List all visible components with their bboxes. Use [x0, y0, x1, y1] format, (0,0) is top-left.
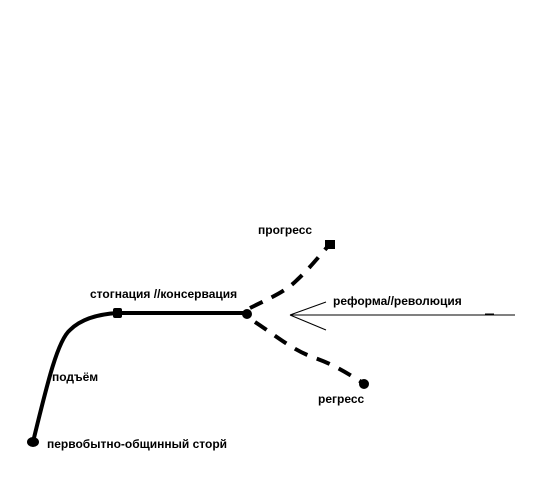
- reform-arrow-head-upper: [289, 301, 327, 316]
- label-progress: прогресс: [258, 223, 312, 237]
- reform-arrow-head-lower: [289, 314, 327, 331]
- label-rise: подъём: [52, 370, 98, 384]
- regress-branch: [253, 320, 365, 385]
- regress-end-node: [359, 379, 369, 389]
- label-regress: регресс: [318, 392, 365, 406]
- label-start: первобытно-общинный сторй: [47, 437, 227, 451]
- stagnation-node: [113, 308, 122, 318]
- branch-node: [242, 309, 252, 319]
- progress-branch: [249, 242, 332, 310]
- label-reform: реформа//революция: [333, 294, 462, 308]
- rise-curve: [31, 311, 120, 444]
- label-stagnation: стогнация //консервация: [90, 287, 237, 301]
- start-node: [27, 437, 39, 447]
- progress-end-node: [325, 240, 335, 249]
